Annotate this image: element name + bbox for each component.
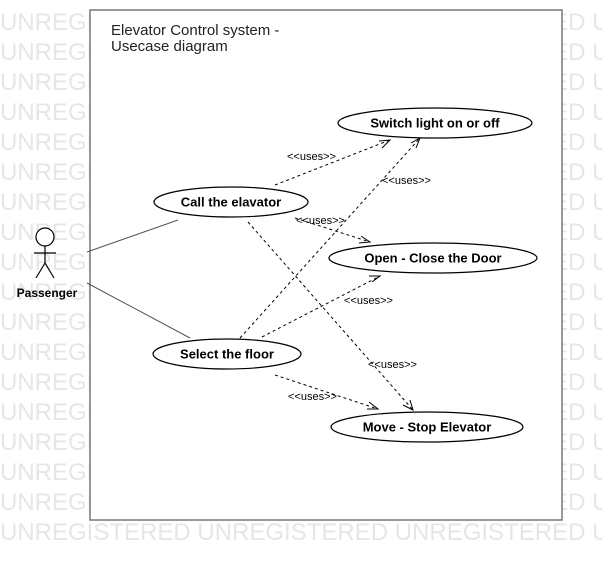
association-select (86, 282, 191, 339)
title-line-1: Elevator Control system - (111, 22, 279, 39)
diagram-title: Elevator Control system - Usecase diagra… (111, 22, 284, 55)
actor-passenger[interactable]: Passenger (17, 227, 78, 300)
uses-label: <<uses>> (382, 175, 431, 187)
usecase-label: Open - Close the Door (364, 251, 501, 266)
dependency-call-door (294, 217, 372, 244)
usecase-label: Move - Stop Elevator (363, 420, 492, 435)
usecase-label: Switch light on or off (370, 116, 500, 131)
usecase-call-elevator[interactable]: Call the elavator (153, 186, 309, 218)
dependency-select-move (274, 374, 380, 410)
uses-label: <<uses>> (287, 151, 336, 163)
usecase-switch-light[interactable]: Switch light on or off (337, 107, 533, 139)
title-line-2: Usecase diagram (111, 38, 228, 55)
uses-label: <<uses>> (288, 391, 337, 403)
dependency-call-switch (274, 139, 392, 186)
dependency-select-door (261, 275, 382, 338)
stick-figure-icon (34, 227, 56, 279)
usecase-open-close-door[interactable]: Open - Close the Door (328, 242, 538, 274)
usecase-label: Call the elavator (181, 195, 281, 210)
uses-label: <<uses>> (368, 359, 417, 371)
uses-label: <<uses>> (296, 215, 345, 227)
association-call (86, 219, 179, 253)
usecase-select-floor[interactable]: Select the floor (152, 338, 302, 370)
uses-label: <<uses>> (344, 295, 393, 307)
dependency-call-move (247, 221, 414, 411)
watermark-line: UNREGISTERED UNREGISTERED UNREGISTERED U… (0, 519, 602, 546)
usecase-label: Select the floor (180, 347, 274, 362)
actor-label: Passenger (17, 286, 78, 300)
usecase-move-stop[interactable]: Move - Stop Elevator (330, 411, 524, 443)
